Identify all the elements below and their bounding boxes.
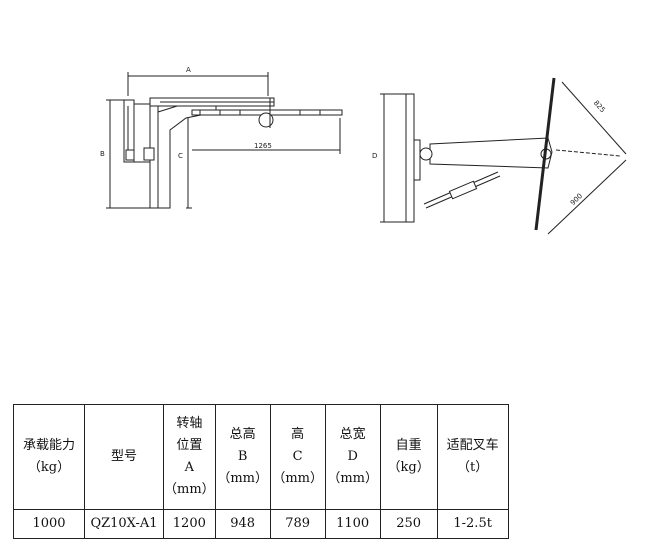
cell-forklift: 1-2.5t [436,509,509,539]
header-total-height-b: 总高 B （mm） [214,404,271,510]
cell-height-c: 789 [269,509,326,539]
cell-total-width-d: 1100 [324,509,381,539]
dimension-line-900 [547,159,627,235]
label-900: 900 [569,192,584,207]
front-pivot [419,147,433,161]
side-pivot [258,112,274,128]
table-row: 1000 QZ10X-A1 1200 948 789 1100 250 1-2.… [13,509,509,539]
header-pivot-a: 转轴 位置 A （mm） [163,404,216,510]
front-plate [405,93,415,223]
header-forklift: 适配叉车 （t） [436,404,509,510]
label-a: A [186,66,191,74]
cell-pivot-a: 1200 [163,509,216,539]
label-d: D [372,152,377,160]
dimension-line-825 [561,81,627,155]
label-1265: 1265 [254,142,272,150]
header-model: 型号 [84,404,164,510]
table-header-row: 承载能力 （kg） 型号 转轴 位置 A （mm） 总高 B （mm） 高 C … [13,404,509,510]
spec-table: 承载能力 （kg） 型号 转轴 位置 A （mm） 总高 B （mm） 高 C … [13,404,509,539]
header-height-c: 高 C （mm） [269,404,326,510]
cell-total-height-b: 948 [214,509,271,539]
side-arm-bracket [157,101,217,209]
label-b: B [100,150,105,158]
cell-model: QZ10X-A1 [84,509,164,539]
cell-weight: 250 [379,509,438,539]
header-total-width-d: 总宽 D （mm） [324,404,381,510]
cell-capacity: 1000 [13,509,85,539]
technical-drawing: A B C 1265 D 825 900 [100,66,627,235]
header-weight: 自重 （kg） [379,404,438,510]
header-capacity: 承载能力 （kg） [13,404,85,510]
front-boom [429,137,553,169]
label-c: C [178,152,183,160]
front-fork [534,77,556,231]
label-825: 825 [592,99,607,114]
